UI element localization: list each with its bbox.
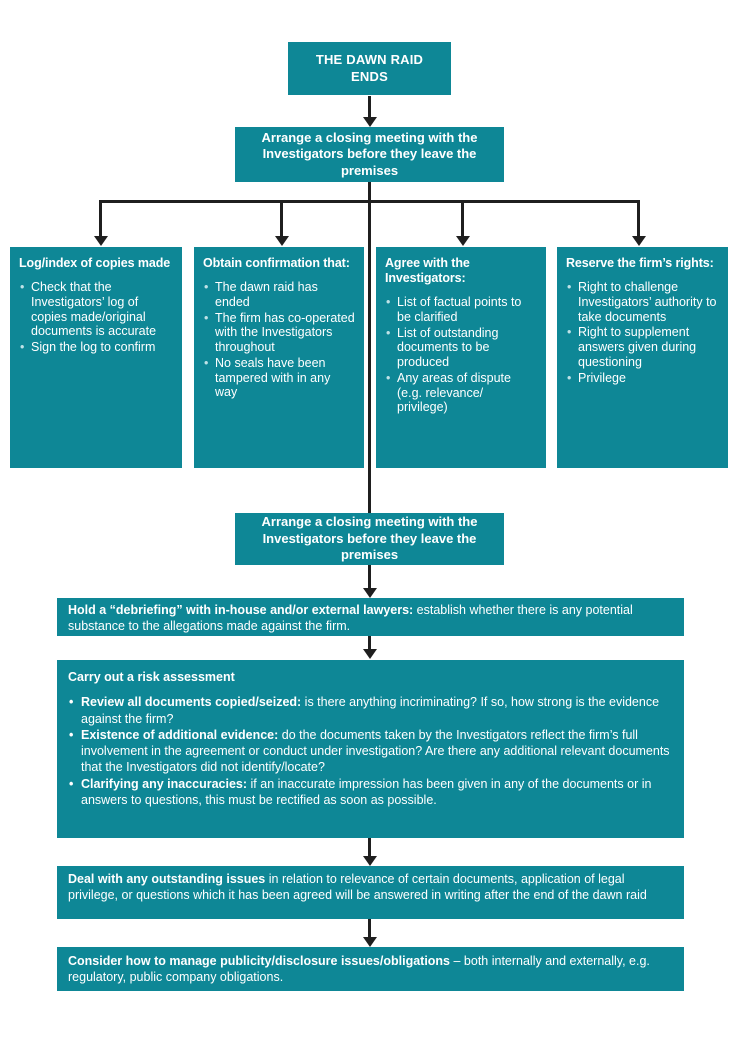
node-dawn-raid-ends: THE DAWN RAID ENDS xyxy=(288,42,451,95)
node-closing-meeting-repeat: Arrange a closing meeting with the Inves… xyxy=(235,513,504,565)
bullet-item: List of outstanding documents to be prod… xyxy=(385,326,537,370)
risk-assessment-heading: Carry out a risk assessment xyxy=(68,670,235,684)
outstanding-issues-lead: Deal with any outstanding issues xyxy=(68,872,266,886)
bullet-rest: is there anything incriminating? If so, … xyxy=(81,695,660,726)
arrow-down-icon xyxy=(99,200,102,236)
arrow-down-icon xyxy=(368,565,371,588)
bullet-lead: Review all documents copied/seized: xyxy=(81,695,302,710)
branch-bullet-list: Right to challenge Investigators’ author… xyxy=(566,280,719,385)
bullet-item: Clarifying any inaccuracies: if an inacc… xyxy=(68,776,673,809)
node-publicity-disclosure: Consider how to manage publicity/disclos… xyxy=(57,947,684,991)
publicity-lead: Consider how to manage publicity/disclos… xyxy=(68,954,451,968)
debriefing-lead: Hold a “debriefing” with in-house and/or… xyxy=(68,603,414,617)
bullet-item: Right to challenge Investigators’ author… xyxy=(566,280,719,324)
node-closing-meeting-label: Arrange a closing meeting with the Inves… xyxy=(261,129,478,178)
node-dawn-raid-ends-label: THE DAWN RAID ENDS xyxy=(315,51,424,84)
node-closing-meeting: Arrange a closing meeting with the Inves… xyxy=(235,127,504,182)
bullet-rest: do the documents taken by the Investigat… xyxy=(81,727,670,775)
debriefing-rest: establish whether there is any potential… xyxy=(68,603,633,634)
arrow-down-icon xyxy=(637,200,640,236)
connector-trunk-line xyxy=(368,182,371,513)
bullet-lead: Clarifying any inaccuracies: xyxy=(81,776,248,791)
bullet-rest: if an inaccurate impression has been giv… xyxy=(81,776,652,807)
bullet-item: Review all documents copied/seized: is t… xyxy=(68,694,673,727)
arrow-down-icon xyxy=(368,636,371,649)
branch-heading: Obtain confirmation that: xyxy=(203,256,350,270)
arrow-down-icon xyxy=(368,919,371,937)
risk-bullet-list: Review all documents copied/seized: is t… xyxy=(68,694,673,808)
node-outstanding-issues: Deal with any outstanding issues in rela… xyxy=(57,866,684,919)
bullet-item: Sign the log to confirm xyxy=(19,340,173,355)
bullet-item: Privilege xyxy=(566,371,719,386)
outstanding-issues-rest: in relation to relevance of certain docu… xyxy=(68,872,647,903)
bullet-item: No seals have been tampered with in any … xyxy=(203,356,355,400)
arrow-down-icon xyxy=(280,200,283,236)
branch-heading: Agree with the Investigators: xyxy=(385,256,470,285)
node-closing-meeting-repeat-label: Arrange a closing meeting with the Inves… xyxy=(261,514,478,563)
arrow-down-icon xyxy=(461,200,464,236)
bullet-item: Any areas of dispute (e.g. relevance/ pr… xyxy=(385,371,537,415)
node-agree-with-investigators: Agree with the Investigators: List of fa… xyxy=(376,247,546,468)
bullet-item: Check that the Investigators’ log of cop… xyxy=(19,280,173,339)
branch-heading: Log/index of copies made xyxy=(19,256,171,270)
branch-heading: Reserve the firm’s rights: xyxy=(566,256,714,270)
bullet-item: List of factual points to be clarified xyxy=(385,295,537,325)
publicity-rest: – both internally and externally, e.g. r… xyxy=(68,954,650,985)
bullet-lead: Existence of additional evidence: xyxy=(81,727,279,742)
node-reserve-firm-rights: Reserve the firm’s rights: Right to chal… xyxy=(557,247,728,468)
bullet-item: The dawn raid has ended xyxy=(203,280,355,310)
node-debriefing: Hold a “debriefing” with in-house and/or… xyxy=(57,598,684,636)
branch-bullet-list: The dawn raid has ended The firm has co-… xyxy=(203,280,355,400)
bullet-item: The firm has co-operated with the Invest… xyxy=(203,311,355,355)
branch-bullet-list: List of factual points to be clarified L… xyxy=(385,295,537,415)
bullet-item: Existence of additional evidence: do the… xyxy=(68,727,673,776)
arrow-down-icon xyxy=(368,96,371,117)
node-log-index-copies: Log/index of copies made Check that the … xyxy=(10,247,182,468)
node-obtain-confirmation: Obtain confirmation that: The dawn raid … xyxy=(194,247,364,468)
bullet-item: Right to supplement answers given during… xyxy=(566,325,719,369)
branch-bullet-list: Check that the Investigators’ log of cop… xyxy=(19,280,173,355)
connector-horizontal-line xyxy=(99,200,639,203)
arrow-down-icon xyxy=(368,838,371,856)
node-risk-assessment: Carry out a risk assessment Review all d… xyxy=(57,660,684,838)
